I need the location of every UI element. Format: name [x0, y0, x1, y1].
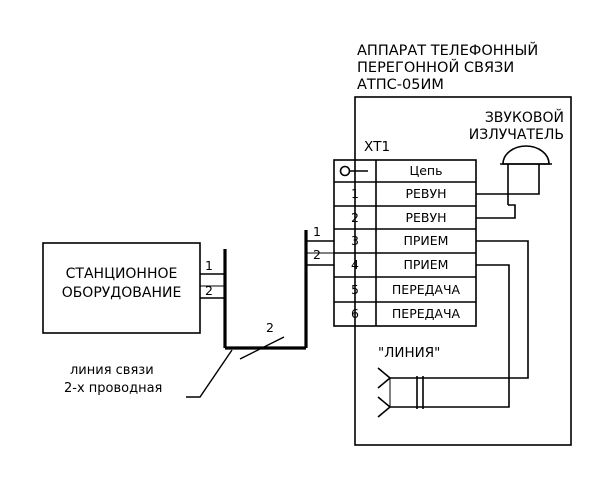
device-enclosure — [354, 96, 572, 446]
device-line-pin-1: 1 — [313, 224, 321, 239]
bus-wire-count: 2 — [266, 320, 274, 335]
sound-emitter-icon — [500, 145, 552, 205]
comm-line-label-line-1: линия связи — [70, 363, 154, 378]
communication-line-bus — [223, 230, 308, 350]
terminal-num-1: 1 — [351, 186, 359, 201]
line-label: "ЛИНИЯ" — [378, 345, 441, 361]
terminal-circuit-4: ПРИЕМ — [403, 257, 449, 272]
station-equipment-box — [42, 242, 201, 334]
connector-label: ХТ1 — [364, 139, 391, 155]
device-title: АППАРАТ ТЕЛЕФОННЫЙ ПЕРЕГОННОЙ СВЯЗИ АТПС… — [357, 43, 538, 94]
station-label-line-1: СТАНЦИОННОЕ — [65, 266, 178, 282]
terminal-block-xt1 — [333, 159, 477, 327]
terminal-circuit-3: ПРИЕМ — [403, 233, 449, 248]
terminal-circuit-5: ПЕРЕДАЧА — [391, 282, 461, 297]
station-pin-1: 1 — [205, 258, 213, 273]
terminal-circuit-2: РЕВУН — [405, 210, 447, 225]
comm-line-label-line-2: 2-х проводная — [64, 381, 163, 396]
device-line-pin-2: 2 — [313, 247, 321, 262]
station-label-line-2: ОБОРУДОВАНИЕ — [61, 285, 182, 301]
terminal-circuit-1: РЕВУН — [405, 186, 447, 201]
emitter-label-line-1: ЗВУКОВОЙ — [484, 110, 564, 126]
comm-line-label: линия связи 2-х проводная — [58, 362, 162, 398]
station-equipment-label: СТАНЦИОННОЕ ОБОРУДОВАНИЕ — [43, 265, 200, 303]
terminal-header: Цепь — [409, 163, 443, 178]
terminal-num-5: 5 — [351, 282, 359, 297]
terminal-num-6: 6 — [351, 306, 359, 321]
terminal-num-3: 3 — [351, 233, 359, 248]
connector-symbol-icon — [339, 165, 368, 177]
emitter-label: ЗВУКОВОЙ ИЗЛУЧАТЕЛЬ — [438, 110, 564, 144]
device-title-line-1: АППАРАТ ТЕЛЕФОННЫЙ — [357, 43, 539, 59]
emitter-label-line-2: ИЗЛУЧАТЕЛЬ — [468, 127, 564, 143]
device-title-line-3: АТПС-05ИМ — [357, 77, 444, 93]
station-pin-2: 2 — [205, 283, 213, 298]
terminal-circuit-6: ПЕРЕДАЧА — [391, 306, 461, 321]
device-title-line-2: ПЕРЕГОННОЙ СВЯЗИ — [357, 60, 515, 76]
terminal-num-4: 4 — [351, 257, 359, 272]
line-jack-icon — [377, 367, 424, 418]
terminal-num-2: 2 — [351, 210, 359, 225]
